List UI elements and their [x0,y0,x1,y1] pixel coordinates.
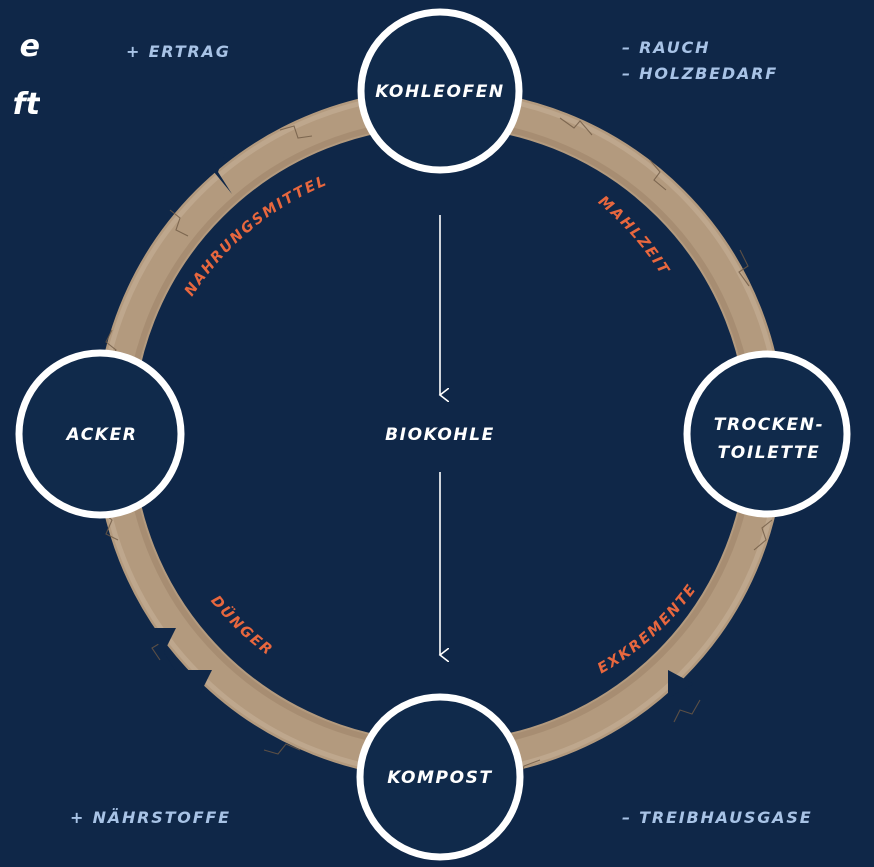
title-fragment: e ft [0,18,40,134]
node-acker-label: ACKER [65,425,138,445]
notch-left-lower [182,670,212,694]
center-label-biokohle: BIOKOHLE [385,425,495,445]
node-kohleofen: KOHLEOFEN [357,8,523,174]
node-kompost-label: KOMPOST [387,768,492,788]
note-naehrstoffe: + NÄHRSTOFFE [70,808,231,827]
notch-bottom-left [148,628,176,672]
note-ertrag: + ERTRAG [126,42,231,61]
node-kohleofen-label: KOHLEOFEN [375,82,505,102]
node-acker-circle [15,349,185,519]
node-trockentoilette-circle [683,350,851,518]
notch-top-left [196,150,232,194]
node-acker: ACKER [15,349,185,519]
ring-arrow-notches [148,150,732,698]
node-trockentoilette-label-line1: TROCKEN- [714,415,824,435]
note-treibhausgase: – TREIBHAUSGASE [622,808,813,827]
notch-bottom-right [668,670,694,698]
notch-top-right [712,184,732,216]
node-trockentoilette: TROCKEN- TOILETTE [683,350,851,518]
node-kompost: KOMPOST [356,693,524,861]
note-rauch: – RAUCH [622,38,711,57]
node-kompost-circle [356,693,524,861]
node-kohleofen-circle [357,8,523,174]
title-fragment-line1: e [19,29,40,64]
note-holzbedarf: – HOLZBEDARF [622,64,778,83]
title-fragment-line2: ft [12,87,40,122]
node-trockentoilette-label-line2: TOILETTE [718,443,821,463]
